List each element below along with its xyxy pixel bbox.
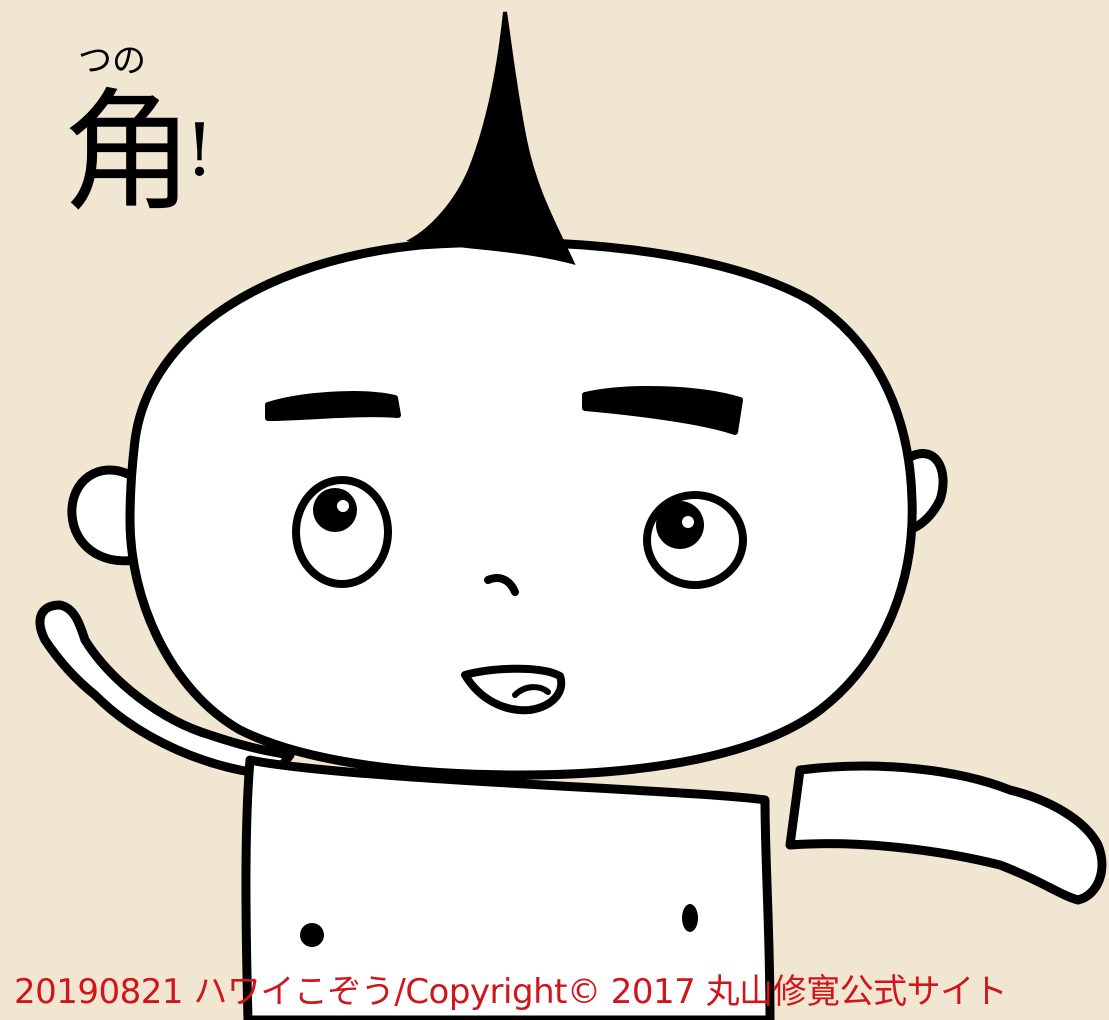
right-eye-highlight bbox=[682, 516, 694, 528]
main-character-text: 角 bbox=[62, 76, 194, 230]
right-pupil bbox=[656, 501, 704, 549]
left-nipple bbox=[300, 923, 324, 947]
right-eyebrow bbox=[582, 386, 743, 435]
body bbox=[241, 755, 775, 1020]
exclamation-text: ! bbox=[185, 108, 214, 192]
copyright-caption: 20190821 ハワイこぞう/Copyright© 2017 丸山修寛公式サイ… bbox=[14, 972, 1008, 1012]
ruby-text: つの bbox=[78, 41, 146, 81]
right-nipple bbox=[682, 904, 698, 932]
left-eyebrow bbox=[265, 391, 401, 421]
left-arm bbox=[35, 600, 295, 780]
left-eye-highlight bbox=[337, 500, 349, 512]
nose bbox=[484, 574, 519, 596]
tongue bbox=[512, 684, 551, 698]
left-pupil bbox=[313, 488, 357, 532]
mouth bbox=[461, 664, 566, 715]
left-ear bbox=[67, 465, 140, 566]
horn bbox=[406, 11, 576, 266]
right-arm bbox=[785, 761, 1107, 905]
